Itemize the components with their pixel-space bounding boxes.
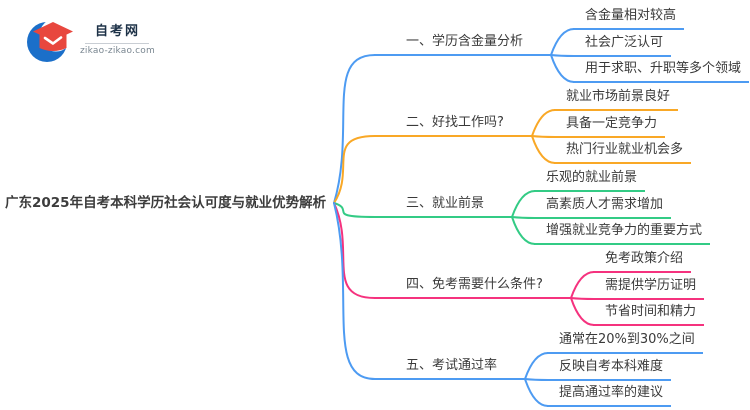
site-logo: 自考网 zikao-zikao.com [26, 16, 155, 64]
branch-topic-3[interactable]: 三、就业前景 [374, 195, 513, 218]
branch-topic-5[interactable]: 五、考试通过率 [374, 357, 526, 380]
graduation-cap-icon [27, 18, 73, 62]
subtopic-2-2[interactable]: 具备一定竞争力 [554, 115, 666, 138]
branch-topic-4[interactable]: 四、免考需要什么条件? [374, 276, 571, 299]
subtopic-5-3[interactable]: 提高通过率的建议 [547, 384, 672, 407]
subtopic-1-3[interactable]: 用于求职、升职等多个领域 [573, 60, 750, 83]
subtopic-4-2[interactable]: 需提供学历证明 [593, 277, 705, 300]
logo-divider [85, 42, 150, 44]
subtopic-3-3[interactable]: 增强就业竞争力的重要方式 [534, 222, 711, 245]
subtopic-4-3[interactable]: 节省时间和精力 [593, 303, 705, 326]
branch-topic-1[interactable]: 一、学历含金量分析 [374, 33, 552, 56]
branch-topic-2[interactable]: 二、好找工作吗? [374, 114, 532, 137]
logo-text: 自考网 zikao-zikao.com [80, 24, 155, 57]
subtopic-1-1[interactable]: 含金量相对较高 [573, 7, 685, 30]
subtopic-4-1[interactable]: 免考政策介绍 [593, 250, 692, 273]
subtopic-5-1[interactable]: 通常在20%到30%之间 [547, 331, 703, 354]
subtopic-5-2[interactable]: 反映自考本科难度 [547, 358, 672, 381]
subtopic-3-1[interactable]: 乐观的就业前景 [534, 169, 646, 192]
root-topic[interactable]: 广东2025年自考本科学历社会认可度与就业优势解析 [5, 195, 327, 211]
site-url: zikao-zikao.com [80, 45, 155, 56]
subtopic-1-2[interactable]: 社会广泛认可 [573, 34, 672, 57]
subtopic-2-3[interactable]: 热门行业就业机会多 [554, 141, 692, 164]
subtopic-3-2[interactable]: 高素质人才需求增加 [534, 196, 672, 219]
subtopic-2-1[interactable]: 就业市场前景良好 [554, 88, 679, 111]
site-name: 自考网 [94, 23, 140, 39]
